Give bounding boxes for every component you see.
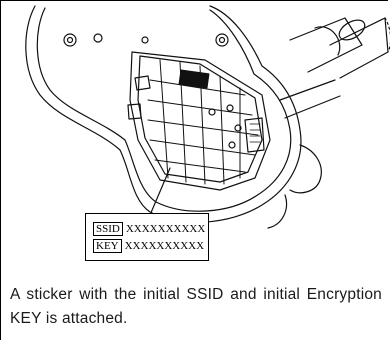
ssid-value: XXXXXXXXXX xyxy=(125,223,206,235)
housing-inner-outline xyxy=(36,7,292,212)
inner-compartment xyxy=(129,51,271,191)
side-cylinder-body xyxy=(289,17,363,73)
key-value: XXXXXXXXXX xyxy=(124,240,205,252)
screw-hole-1 xyxy=(63,33,77,47)
ssid-label: SSID xyxy=(93,222,123,236)
dark-label-patch xyxy=(178,69,210,89)
leader-line xyxy=(149,167,171,216)
screw-hole-2 xyxy=(215,33,229,47)
key-label: KEY xyxy=(93,239,122,253)
caption-text: A sticker with the initial SSID and init… xyxy=(10,286,382,327)
